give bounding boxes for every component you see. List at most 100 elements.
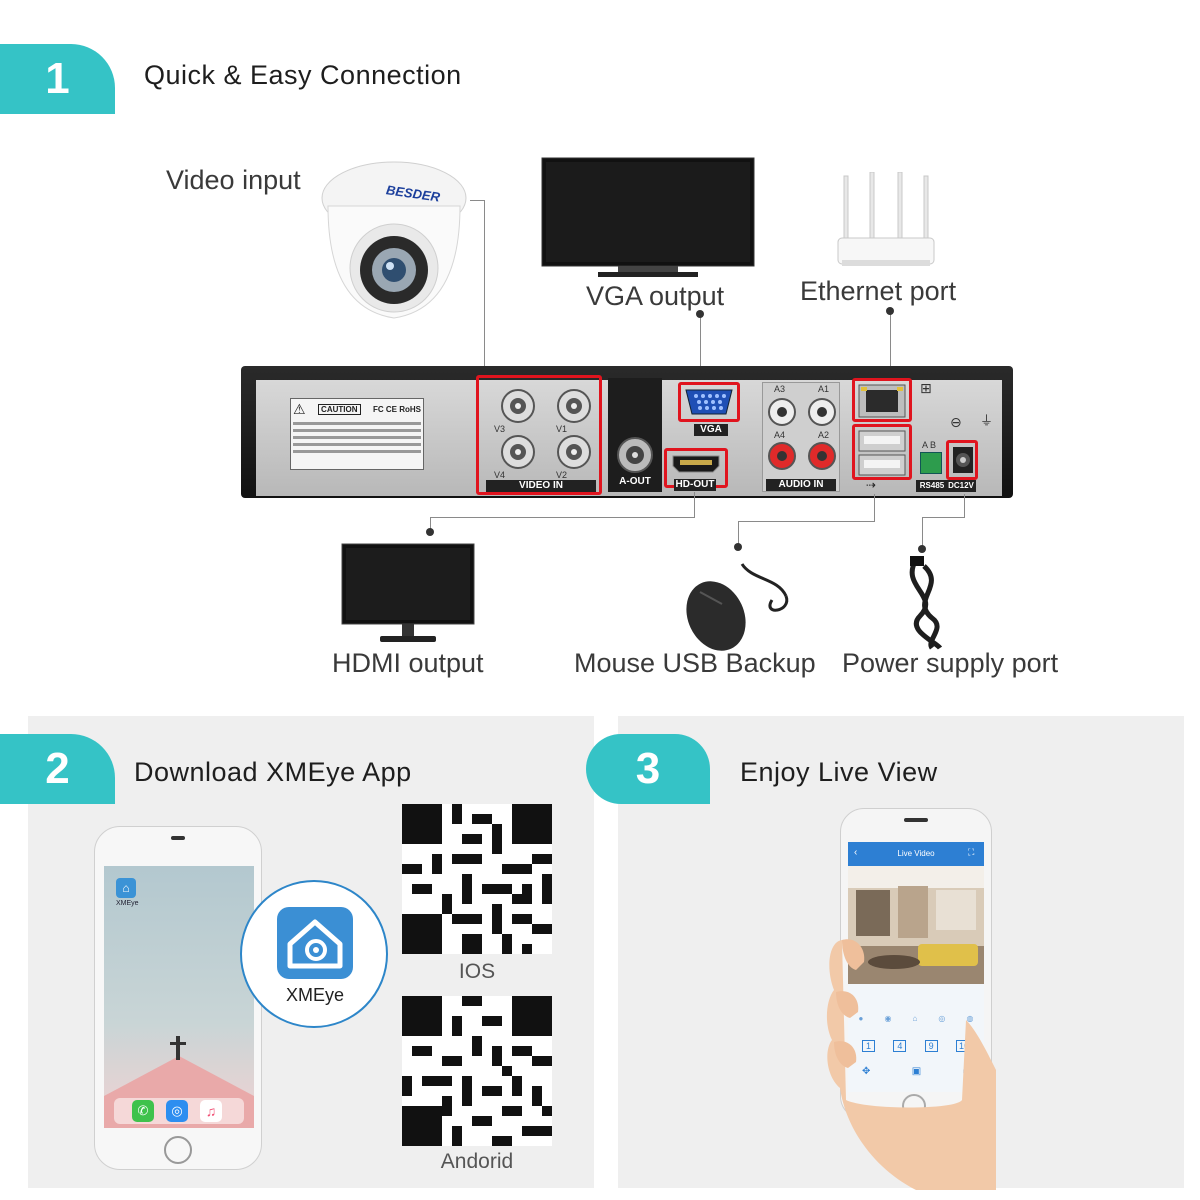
live-view-title: Live Video (897, 849, 935, 858)
phone-call-icon[interactable]: ✆ (132, 1100, 154, 1122)
fullscreen-icon[interactable]: ⛶ (968, 847, 975, 857)
rs485-label: RS485 (916, 480, 948, 492)
network-icon: ⊞ (920, 380, 932, 396)
step-3-title: Enjoy Live View (740, 757, 938, 787)
vga-connector-dot (696, 310, 704, 318)
live-controls-row: ● ◉ ⌂ ◎ ◍ (848, 1014, 984, 1028)
hdmi-connector-v (694, 492, 695, 518)
warning-triangle-icon: ⚠ (293, 401, 306, 417)
step-3-badge: 3 (586, 734, 710, 804)
router-icon (837, 172, 935, 266)
audio-label-a2: A2 (818, 430, 830, 440)
sd-icon[interactable]: ▣ (911, 1066, 922, 1077)
rj45-port-icon (858, 384, 906, 418)
ethernet-highlight (852, 378, 912, 422)
dc12v-label: DC12V (946, 480, 976, 492)
hand-holding-phone (826, 939, 996, 1190)
hdmi-connector-dot (426, 528, 434, 536)
audio-rca-connectors-icon (768, 398, 836, 470)
grid-option-4[interactable]: 4 (893, 1040, 907, 1052)
rca-connector-icon (617, 437, 653, 473)
speaker-icon[interactable]: ◉ (884, 1014, 892, 1023)
grid-option-9[interactable]: 9 (924, 1040, 938, 1052)
vga-output-label: VGA output (586, 281, 725, 311)
usb-connector-h (738, 521, 875, 522)
video-in-label: VIDEO IN (486, 480, 596, 492)
usb-highlight (852, 424, 912, 480)
dc-jack-icon (953, 447, 973, 473)
power-connector-drop (922, 517, 923, 547)
channel-label-v2: V2 (556, 470, 568, 480)
a-out-label: A-OUT (619, 476, 651, 487)
step-1-number: 1 (45, 54, 70, 103)
audio-label-a3: A3 (774, 384, 786, 394)
certification-marks: FC CE RoHS (372, 405, 421, 414)
channel-label-v4: V4 (494, 470, 506, 480)
channel-label-v1: V1 (556, 424, 568, 434)
grid-option-1[interactable]: 1 (862, 1040, 876, 1052)
usb-ports-icon (858, 430, 906, 476)
ethernet-port-label: Ethernet port (800, 276, 957, 306)
video-input-label: Video input (166, 165, 301, 195)
live-view-header: ‹ Live Video ⛶ (848, 842, 984, 866)
ground-icon: ⏚ (980, 413, 994, 428)
step-3-number: 3 (635, 744, 661, 793)
power-connector-dot (918, 545, 926, 553)
vga-port-icon (685, 389, 733, 415)
snapshot-icon[interactable]: ◎ (938, 1014, 946, 1023)
usb-connector-drop (738, 521, 739, 545)
hdmi-connector-h (430, 517, 695, 518)
vga-connector (700, 314, 701, 384)
home-icon[interactable]: ⌂ (912, 1014, 918, 1023)
caution-title: CAUTION (318, 404, 361, 415)
audio-label-a1: A1 (818, 384, 830, 394)
xmeye-app-icon[interactable] (276, 906, 354, 980)
grid-options: 1 4 9 16 (862, 1040, 972, 1052)
usb-symbol-icon: ⇢ (866, 478, 877, 492)
hdmi-monitor-icon (341, 543, 475, 642)
live-phone-speaker (904, 818, 928, 822)
safari-compass-icon[interactable]: ◎ (166, 1100, 188, 1122)
live-phone-screen: ‹ Live Video ⛶ ● ◉ ⌂ ◎ ◍ 1 4 9 16 ✥ ▣ ▭ (848, 842, 984, 1092)
hdmi-output-label: HDMI output (332, 648, 484, 678)
video-in-highlight (476, 375, 602, 495)
hd-out-label: HD-OUT (674, 479, 716, 491)
video-input-connector (484, 200, 485, 376)
music-note-icon[interactable]: ♫ (200, 1100, 222, 1122)
ethernet-connector (890, 312, 891, 380)
video-input-connector-stub (470, 200, 484, 201)
vga-highlight (678, 382, 740, 422)
qr-code-ios[interactable] (402, 804, 552, 954)
audio-in-label: AUDIO IN (766, 479, 836, 491)
phone-speaker (171, 836, 185, 840)
polarity-icon: ⊖ (950, 414, 962, 430)
usb-connector-dot (734, 543, 742, 551)
record-icon[interactable]: ◍ (966, 1014, 974, 1023)
ptz-icon[interactable]: ✥ (862, 1066, 871, 1077)
bnc-connectors-icon (501, 389, 591, 469)
channel-label-v3: V3 (494, 424, 506, 434)
mouse-icon (686, 563, 789, 651)
audio-label-a4: A4 (774, 430, 786, 440)
phone-home-button[interactable] (164, 1136, 192, 1164)
back-arrow-icon[interactable]: ‹ (854, 847, 858, 858)
step-1-title: Quick & Easy Connection (144, 60, 462, 90)
power-supply-port-label: Power supply port (842, 648, 1059, 678)
power-connector-v (964, 494, 965, 518)
qr-android-caption: Andorid (440, 1150, 514, 1173)
app-name: XMEye (285, 985, 345, 1005)
rs485-terminal (920, 452, 942, 474)
hdmi-connector-drop (430, 517, 431, 531)
qr-ios-caption: IOS (458, 960, 496, 983)
camera-feed (848, 866, 984, 984)
xmeye-home-icon[interactable]: ⌂ (116, 878, 136, 898)
qr-code-android[interactable] (402, 996, 552, 1146)
vga-label: VGA (694, 424, 728, 436)
step-2-number: 2 (45, 744, 70, 793)
power-connector-h (922, 517, 965, 518)
mouse-usb-backup-label: Mouse USB Backup (574, 648, 816, 678)
mic-icon[interactable]: ● (858, 1014, 864, 1023)
rs485-pin-labels: A B (922, 440, 937, 450)
power-cable-icon (909, 556, 943, 650)
hdmi-port-icon (672, 455, 720, 473)
